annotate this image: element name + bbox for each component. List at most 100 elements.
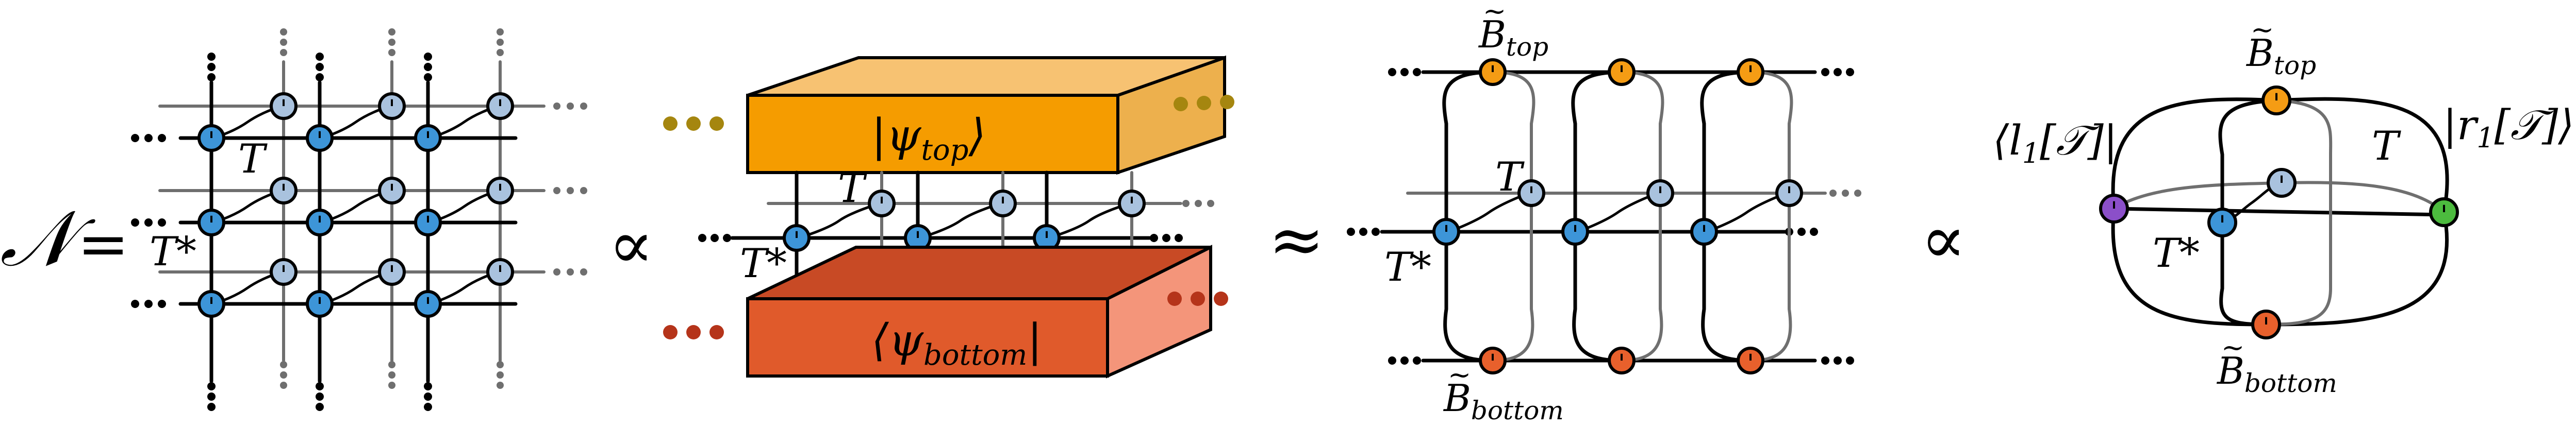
bra-loop-bond [1492, 71, 1535, 362]
back-horizontal-dot [553, 268, 560, 276]
b-bottom-dot [1821, 356, 1829, 365]
b-top-tilde-tm: ~ [1483, 0, 1506, 27]
front-vertical-dot [424, 53, 432, 61]
front-horizontal-dot [1150, 234, 1158, 242]
front-vertical-dot [316, 53, 324, 61]
psi-top-slab: |ψtop⟩ [746, 55, 1226, 175]
ket-loop-bond [1442, 70, 1493, 363]
front-horizontal-dot [144, 134, 153, 142]
front-horizontal-dot [131, 218, 139, 227]
back-vertical-dot [280, 28, 287, 36]
back-vertical-dot [497, 371, 504, 379]
back-vertical-dot [497, 28, 504, 36]
back-horizontal-dot [1842, 190, 1849, 197]
equals-sign: = [77, 209, 129, 280]
t-label-grid: T [238, 136, 268, 182]
front-horizontal-dot [1810, 228, 1818, 236]
back-vertical-dot [497, 382, 504, 389]
back-vertical-dot [497, 39, 504, 46]
b-top-dot [1821, 68, 1829, 76]
panel-network-2d: 𝒩 = T T* [0, 28, 587, 411]
front-horizontal-dot [723, 234, 731, 242]
back-horizontal-dot [580, 268, 587, 276]
ket-loop-bond [2218, 98, 2277, 327]
psi-top-dots [663, 95, 1234, 131]
l1-label: ⟨l1[𝒯]| [1993, 116, 2118, 169]
front-vertical-dot [424, 392, 432, 401]
b-top-dot [1388, 68, 1396, 76]
front-horizontal-dot [131, 134, 139, 142]
front-vertical-dot [207, 403, 216, 411]
contracted-network [2099, 86, 2459, 339]
front-horizontal-dot [1347, 228, 1355, 236]
back-vertical-dot [280, 49, 287, 56]
front-horizontal-dot [1359, 228, 1367, 236]
psi-bottom-label: ⟨ψbottom| [871, 315, 1042, 372]
back-horizontal-dot [1195, 200, 1202, 207]
front-vertical-dot [424, 73, 432, 81]
b-top-dot [1413, 68, 1421, 76]
b-bottom-dot [1400, 356, 1409, 365]
front-horizontal-dot [158, 218, 166, 227]
back-horizontal-dot [567, 187, 574, 194]
b-top-dot [1834, 68, 1842, 76]
front-horizontal-dot [1797, 228, 1806, 236]
back-vertical-dot [388, 371, 395, 379]
physical-bond [1575, 192, 1661, 233]
bra-loop-bond [2266, 99, 2333, 326]
front-vertical-dot [316, 392, 324, 401]
t-label-tm: T [1495, 154, 1525, 200]
t-star-label-ct: T* [2153, 230, 2200, 277]
back-vertical-dot [497, 49, 504, 56]
front-vertical-dot [207, 382, 216, 390]
front-horizontal-dot [698, 234, 706, 242]
front-vertical-dot [207, 392, 216, 401]
front-horizontal-dot [144, 218, 153, 227]
front-vertical-dot [316, 403, 324, 411]
t-star-label-mps: T* [740, 241, 787, 287]
front-vertical-dot [207, 73, 216, 81]
panel-transfer-matrix: ≈ Btop ~ Bbottom ~ T T* [1268, 0, 1861, 425]
proportional-sign-2: ∝ [1921, 200, 1966, 279]
ket-loop-bond [1571, 70, 1622, 363]
middle-layer-network [698, 170, 1214, 301]
front-vertical-dot [316, 63, 324, 71]
back-vertical-dot [388, 39, 395, 46]
back-vertical-dot [280, 382, 287, 389]
b-top-dot [1400, 68, 1409, 76]
front-horizontal-dot [711, 234, 719, 242]
b-bottom-dot [1388, 356, 1396, 365]
back-vertical-dot [388, 361, 395, 368]
back-horizontal-dot [580, 103, 587, 110]
physical-bond [1704, 192, 1790, 233]
back-horizontal-dot [1182, 200, 1190, 207]
back-vertical-dot [388, 382, 395, 389]
b-bottom-tilde-tm: ~ [1448, 358, 1471, 391]
front-vertical-dot [424, 63, 432, 71]
back-horizontal-dot [553, 187, 560, 194]
b-top-dot [1846, 68, 1854, 76]
back-vertical-dot [280, 361, 287, 368]
back-horizontal-dot [1829, 190, 1837, 197]
b-bottom-dot [1413, 356, 1421, 365]
panel-contracted: ∝ ⟨l1[𝒯]| |r1[𝒯]⟩ Btop ~ Bbottom ~ T T* [1921, 13, 2574, 398]
back-horizontal-dot [1207, 200, 1214, 207]
psi-bottom-dots [663, 292, 1228, 339]
psi-bottom-slab: ⟨ψbottom| [746, 245, 1212, 379]
front-horizontal-dot [1372, 228, 1380, 236]
back-vertical-dot [280, 371, 287, 379]
b-bottom-tilde-ct: ~ [2221, 331, 2244, 364]
transfer-matrix-network [1347, 58, 1861, 374]
front-horizontal-bond [2112, 207, 2446, 217]
front-vertical-dot [207, 53, 216, 61]
front-vertical-dot [424, 403, 432, 411]
panel-boundary-mps: ∝ |ψtop⟩ ⟨ψbottom| T T* [608, 55, 1234, 379]
proportional-sign-1: ∝ [608, 206, 654, 284]
back-horizontal-dot [567, 268, 574, 276]
front-horizontal-dot [131, 300, 139, 308]
back-horizontal-dot [580, 187, 587, 194]
front-horizontal-dot [1175, 234, 1183, 242]
b-bottom-dot [1846, 356, 1854, 365]
back-horizontal-dot [1854, 190, 1861, 197]
